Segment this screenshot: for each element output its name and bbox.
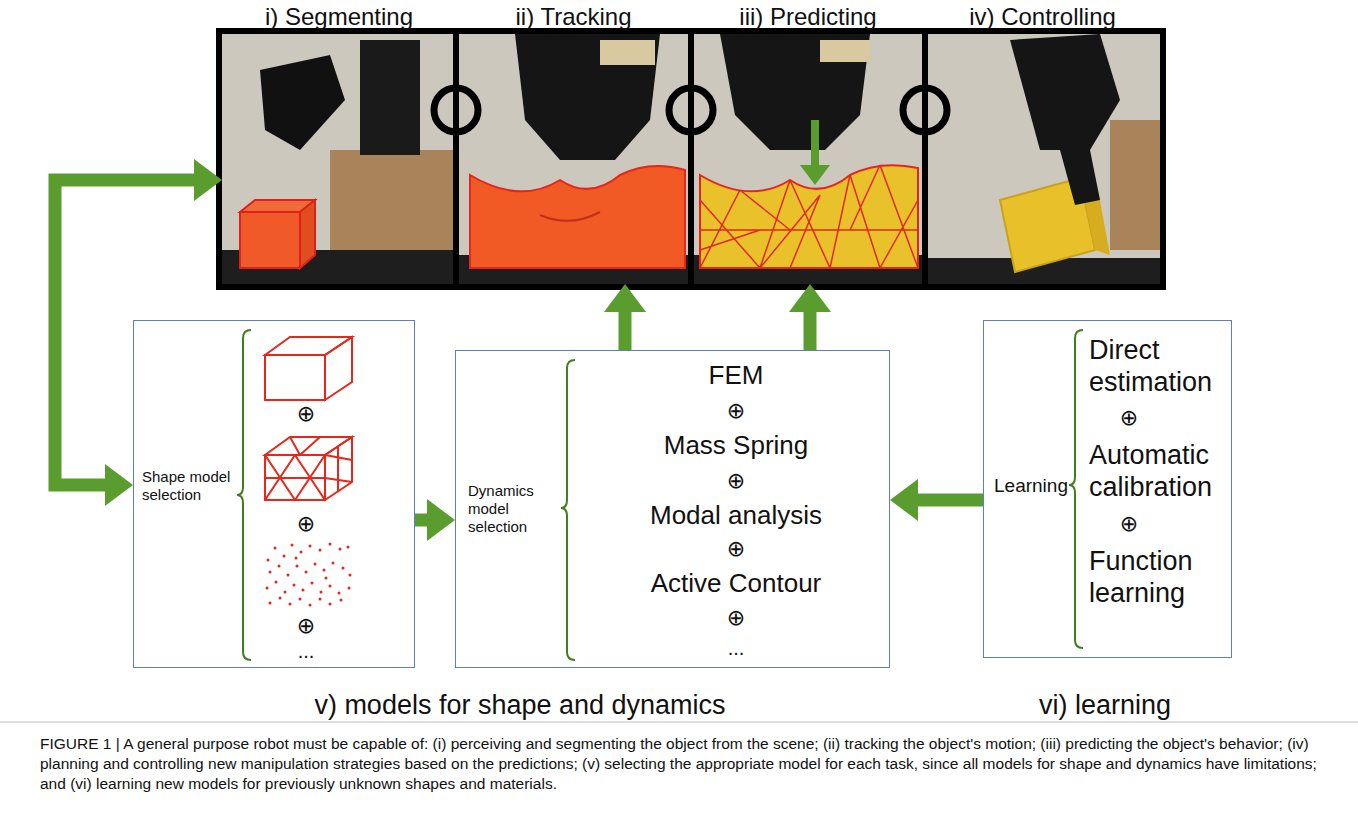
plus-symbol: ⊕ [1109, 511, 1149, 537]
photo-predicting [694, 34, 922, 284]
puzzle-joint [434, 88, 947, 132]
option-label: Active Contour [596, 568, 876, 599]
option-label: FEM [596, 360, 876, 391]
panel-heading: iii) Predicting [691, 3, 925, 32]
model-box: Shape model selection ⊕ ⊕ ⊕... [133, 320, 415, 668]
model-box: Learning Direct estimation ⊕ Automatic cali… [983, 320, 1232, 658]
panel-heading: i) Segmenting [222, 3, 456, 32]
plus-symbol: ⊕ [1109, 405, 1149, 431]
box-heading: Shape model selection [142, 468, 234, 504]
ellipsis: ... [596, 636, 876, 660]
figure-caption: FIGURE 1 | A general purpose robot must … [40, 734, 1320, 794]
option-label: Direct estimation [1089, 334, 1227, 399]
plus-symbol: ⊕ [264, 613, 348, 639]
box-heading: Dynamics model selection [468, 482, 560, 536]
section-label: v) models for shape and dynamics [180, 689, 860, 721]
box-icon [265, 337, 352, 400]
ellipsis: ... [264, 639, 348, 663]
panel-heading: iv) Controlling [925, 3, 1160, 32]
flow-arrow [55, 159, 222, 506]
photo-panel: ii) Tracking [456, 34, 691, 284]
point-cloud-icon [267, 544, 350, 605]
brace [237, 330, 1083, 660]
option-label: Modal analysis [596, 500, 876, 531]
option-label: Automatic calibration [1089, 439, 1227, 504]
plus-symbol: ⊕ [596, 536, 876, 562]
photo-controlling [928, 34, 1160, 284]
section-label: vi) learning [980, 689, 1230, 721]
mesh-icon [265, 437, 352, 500]
photo-tracking [459, 34, 688, 284]
photo-panel: iii) Predicting [691, 34, 925, 284]
photo-panel: i) Segmenting [222, 34, 456, 284]
plus-symbol: ⊕ [596, 605, 876, 631]
photo-frame [216, 28, 1166, 290]
flow-arrow [415, 499, 455, 541]
photo-panel: iv) Controlling [925, 34, 1160, 284]
flow-arrow [890, 479, 983, 521]
flow-arrow [789, 284, 831, 350]
plus-symbol: ⊕ [264, 401, 348, 427]
box-heading: Learning [994, 475, 1074, 498]
model-box: Dynamics model selection FEM ⊕ Mass Spring ⊕… [455, 350, 890, 668]
option-label: Function learning [1089, 545, 1227, 610]
option-label: Mass Spring [596, 430, 876, 461]
flow-arrow [604, 284, 646, 350]
panel-heading: ii) Tracking [456, 3, 691, 32]
plus-symbol: ⊕ [264, 511, 348, 537]
caption-rule [0, 722, 1358, 723]
plus-symbol: ⊕ [596, 468, 876, 494]
photo-segmenting [222, 34, 453, 284]
plus-symbol: ⊕ [596, 398, 876, 424]
